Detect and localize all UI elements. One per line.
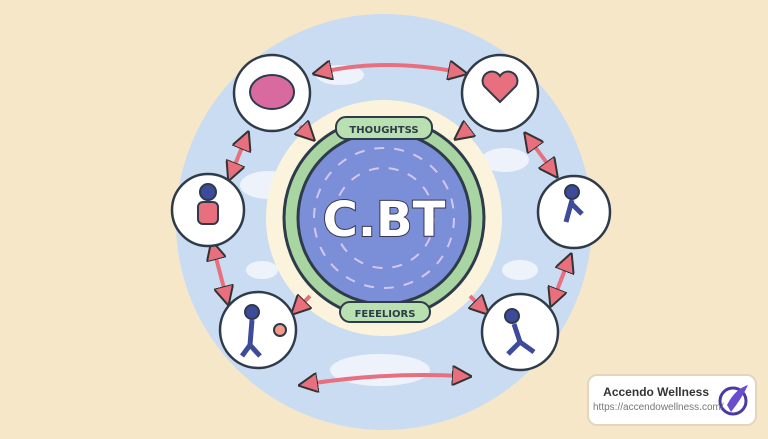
- thoughts-tab: [335, 116, 433, 140]
- walking-person-icon: [563, 184, 584, 223]
- watermark-url[interactable]: https://accendowellness.com/: [593, 402, 724, 413]
- arrows: [214, 65, 568, 384]
- swirl-lines: [313, 147, 455, 289]
- feelings-tab: [339, 301, 431, 323]
- short-arrows: [298, 126, 482, 308]
- running-person-icon: [504, 308, 536, 356]
- center-label: C.BT: [323, 192, 446, 248]
- bubble-running: [480, 292, 560, 372]
- accendo-logo-icon: [718, 385, 748, 416]
- watermark-card[interactable]: Accendo Wellness https://accendowellness…: [587, 374, 757, 426]
- ring-top-label: THOUGHTSS: [349, 125, 418, 136]
- person-with-sun-icon: [239, 304, 287, 358]
- heart-icon: [481, 70, 519, 104]
- bubble-walking: [536, 174, 612, 250]
- ring-bottom-label: FEEELIORS: [355, 309, 416, 320]
- watermark-title: Accendo Wellness: [603, 385, 709, 399]
- bubble-sun: [218, 290, 298, 370]
- brain-icon: [249, 74, 295, 110]
- sitting-person-icon: [197, 183, 219, 225]
